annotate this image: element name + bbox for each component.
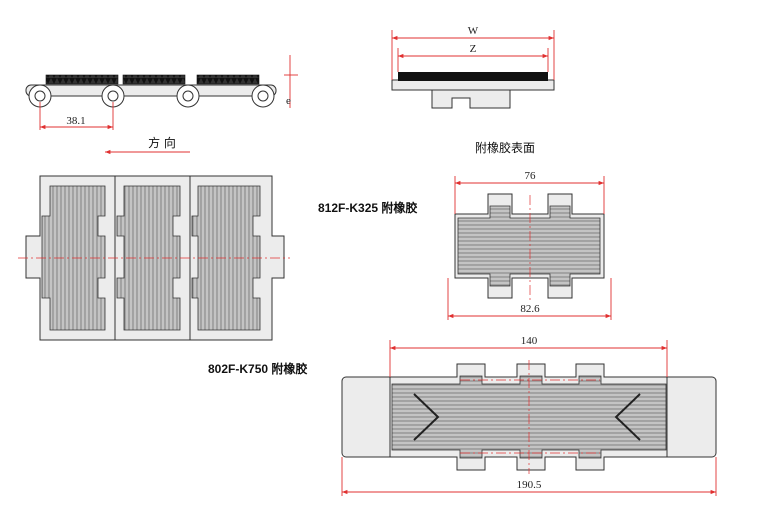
direction-label: 方 向 (148, 135, 176, 150)
plate-section (391, 79, 555, 91)
dim-190-5-label: 190.5 (517, 479, 542, 491)
link-lugs (431, 89, 511, 109)
model-802-label: 802F-K750 附橡胶 (208, 361, 307, 376)
view-802f: 802F-K750 附橡胶 140 190.5 (208, 335, 717, 496)
width-symbol: W (468, 25, 479, 37)
view-812f: 812F-K325 附橡胶 76 82.6 (318, 170, 612, 320)
chain-body-side (25, 84, 277, 97)
inner-width-symbol: Z (470, 43, 477, 55)
rubber-812 (457, 205, 601, 287)
chevron-right-mark (614, 393, 641, 441)
dim-82-6-label: 82.6 (520, 303, 540, 315)
rubber-section (398, 72, 548, 81)
side-view: 38.1 e 方 向 (25, 55, 298, 155)
top-view-links (18, 175, 290, 341)
rubber-pad-side-3 (196, 74, 260, 85)
thickness-label: e (286, 95, 291, 107)
pitch-label: 38.1 (66, 115, 85, 127)
model-812-label: 812F-K325 附橡胶 (318, 200, 417, 215)
cross-section-view: W Z 附橡胶表面 (391, 25, 555, 155)
rubber-pad-side-1 (45, 74, 119, 85)
dim-76-label: 76 (525, 170, 537, 182)
pin-circles (28, 84, 275, 108)
dim-140-label: 140 (521, 335, 538, 347)
top-surface-label: 附橡胶表面 (475, 140, 535, 155)
rubber-pad-side-2 (122, 74, 186, 85)
chevron-left-mark (413, 393, 440, 441)
